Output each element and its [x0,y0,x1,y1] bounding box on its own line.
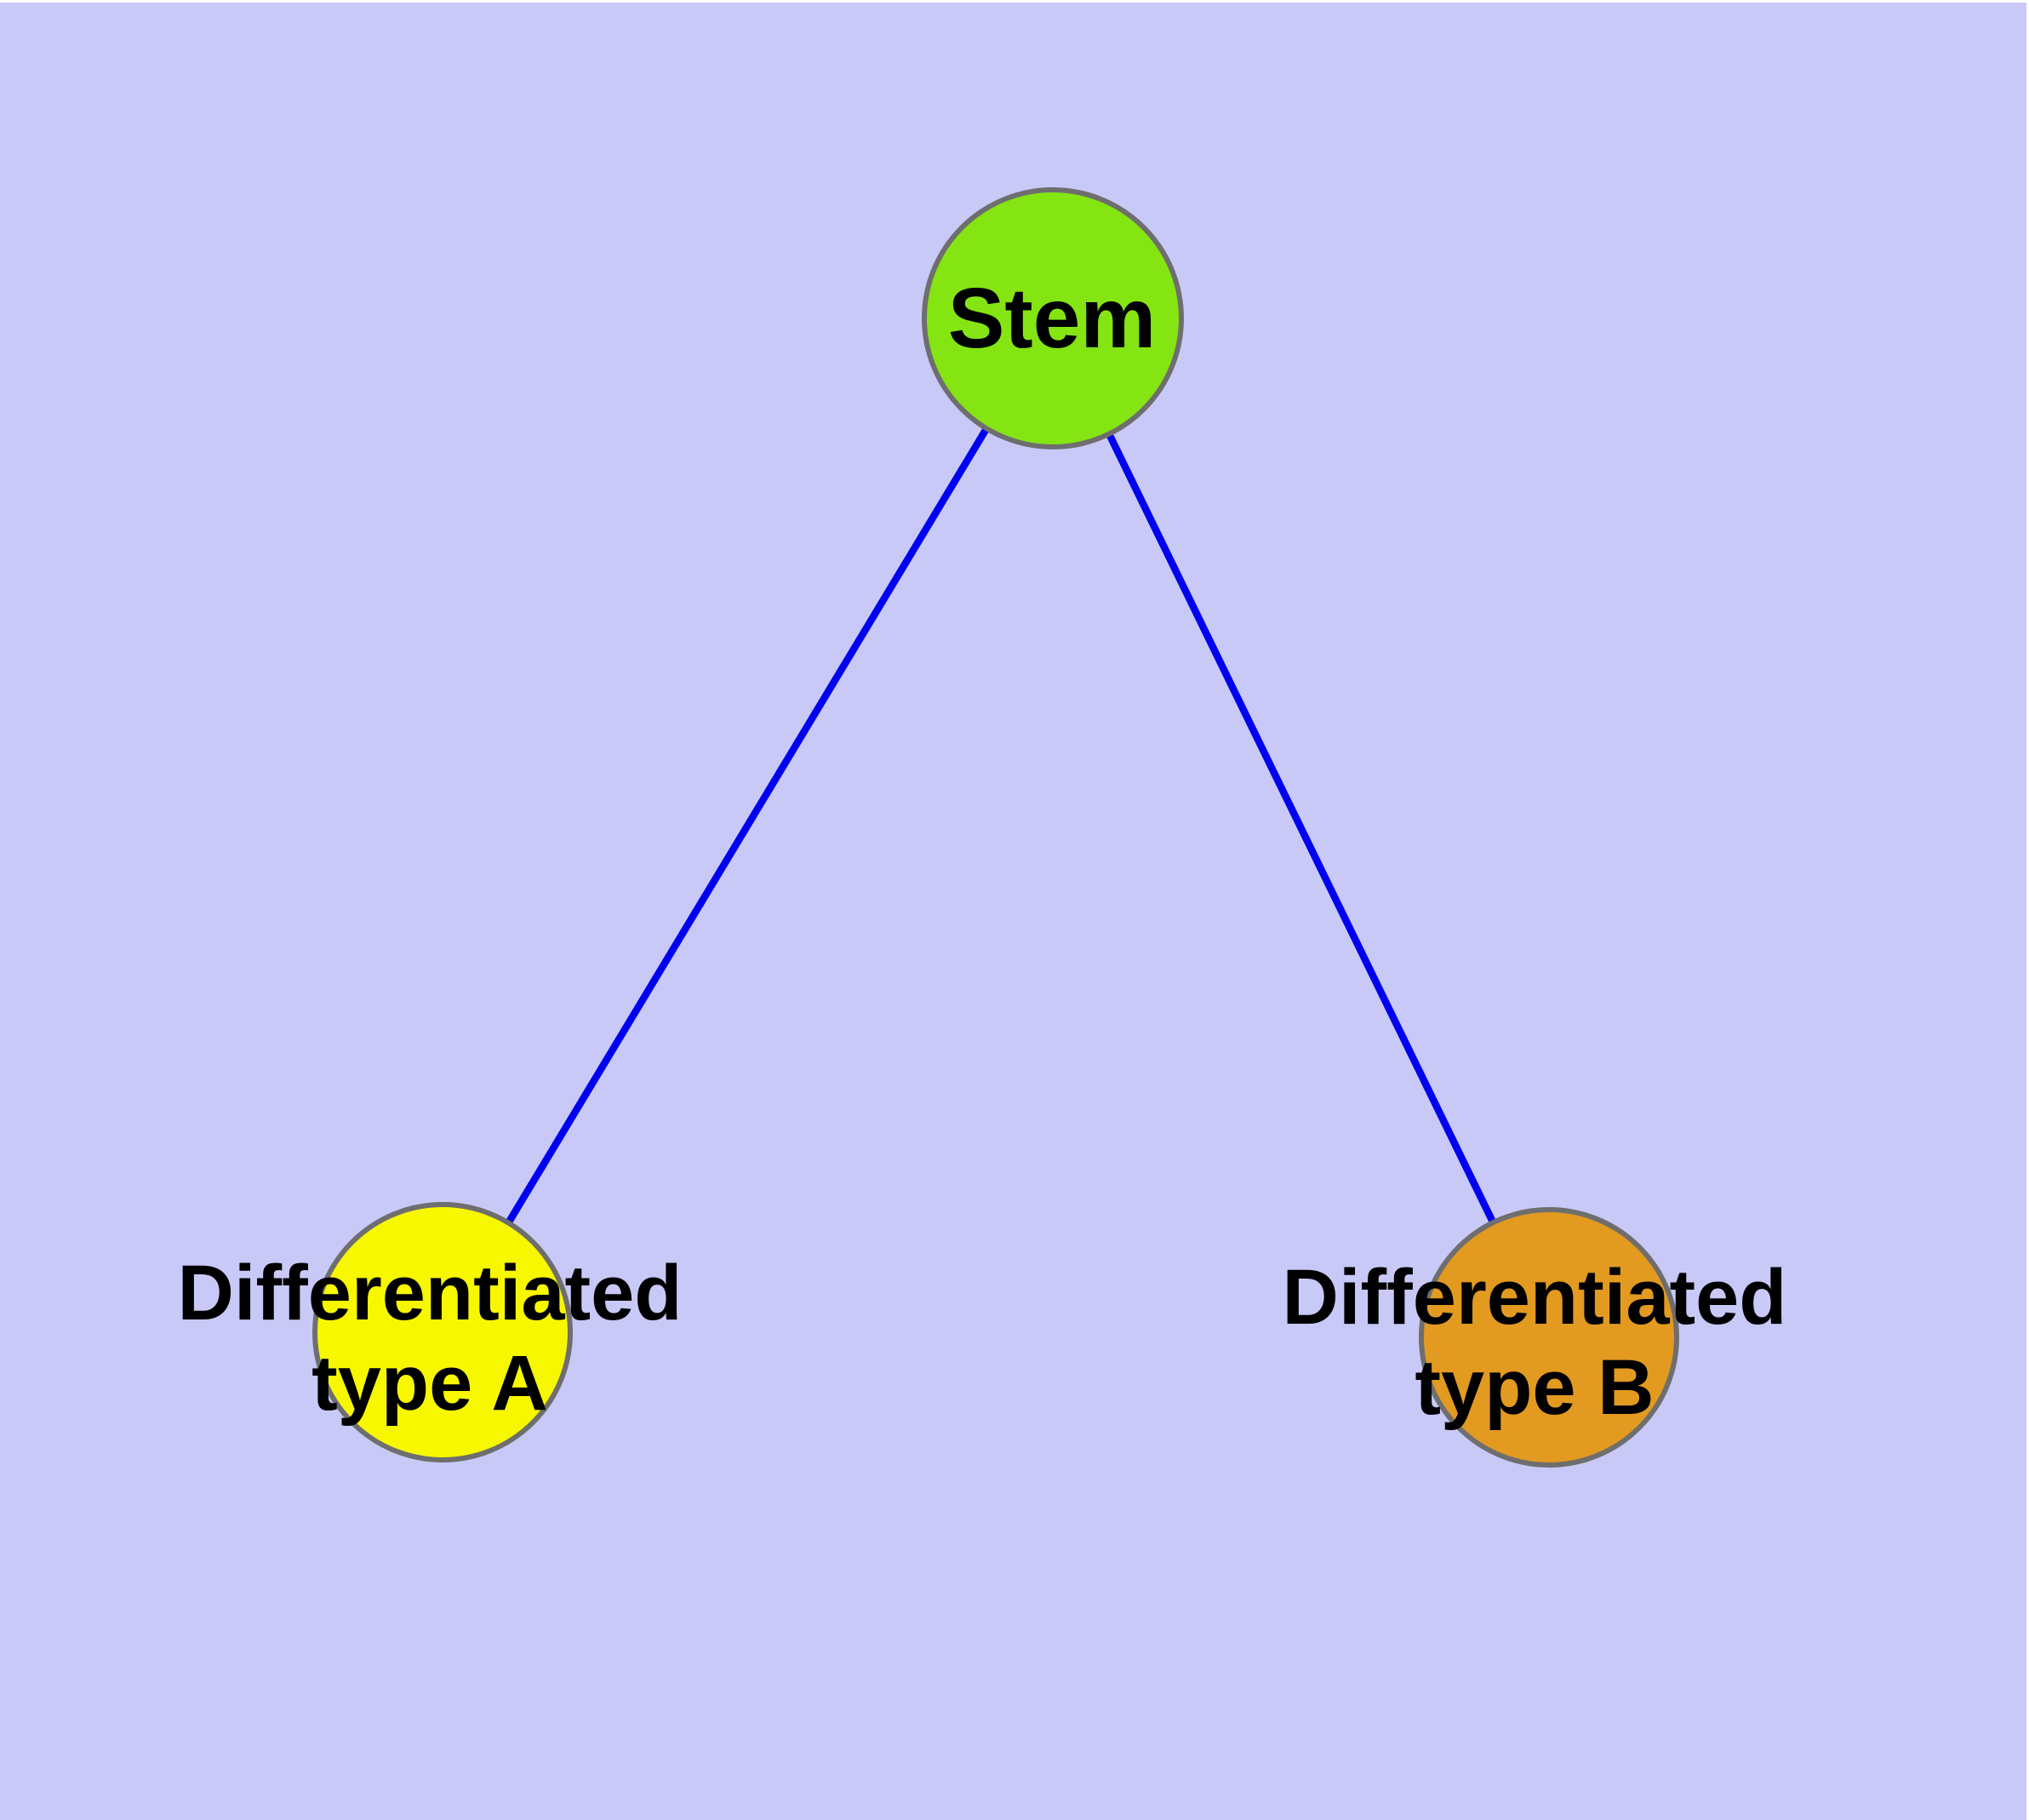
node-stem: Stem [922,187,1184,449]
node-differentiated-type-b-label-line2: type B [1415,1344,1654,1431]
node-differentiated-type-b-circle [1419,1207,1679,1468]
node-differentiated-type-a-label-line1: Differentiated [178,1250,683,1336]
node-differentiated-type-b: Differentiated type B [1283,1207,1787,1468]
node-differentiated-type-b-label-line1: Differentiated [1283,1254,1787,1341]
node-stem-circle [922,187,1184,449]
node-differentiated-type-a-circle [312,1202,573,1462]
edge-stem-to-type-a [439,316,1056,1335]
node-differentiated-type-a: Differentiated type A [178,1202,683,1462]
node-stem-label: Stem [948,271,1157,366]
edge-stem-to-type-b [1049,317,1552,1339]
node-differentiated-type-a-label-line2: type A [311,1340,548,1427]
